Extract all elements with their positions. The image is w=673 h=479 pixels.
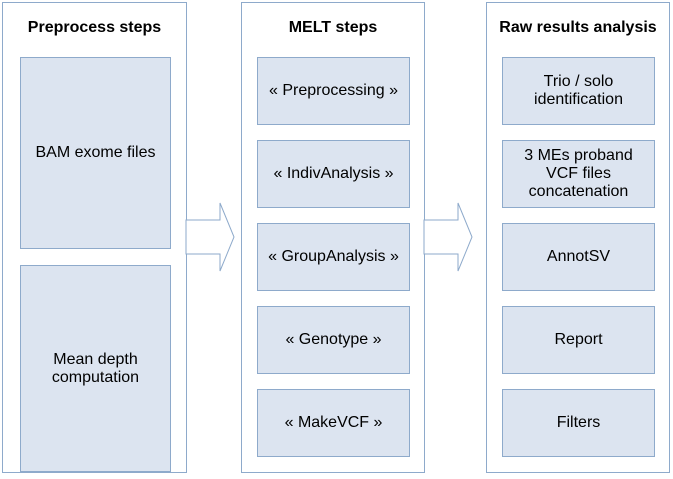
box-label: « IndivAnalysis » [273,165,394,182]
bam-exome-files-box: BAM exome files [20,57,171,249]
melt-preprocessing-box: « Preprocessing » [257,57,410,125]
box-label: « Genotype » [285,331,382,348]
box-label: « Preprocessing » [269,82,398,99]
melt-indivanalysis-box: « IndivAnalysis » [257,140,410,208]
box-label: BAM exome files [35,144,156,161]
report-box: Report [502,306,655,374]
trio-solo-box: Trio / solo identification [502,57,655,125]
box-label: Trio / solo identification [534,73,623,108]
filters-box: Filters [502,389,655,457]
box-label: « MakeVCF » [284,414,383,431]
raw-results-column: Raw results analysis Trio / solo identif… [486,2,670,473]
preprocess-column: Preprocess steps BAM exome files Mean de… [2,2,187,473]
melt-title: MELT steps [288,19,378,36]
melt-genotype-box: « Genotype » [257,306,410,374]
arrow-right-icon [423,202,473,272]
box-label: Mean depth computation [51,350,140,386]
box-label: « GroupAnalysis » [268,248,399,265]
melt-groupanalysis-box: « GroupAnalysis » [257,223,410,291]
arrow-right-icon [185,202,235,272]
box-label: Filters [556,414,601,431]
mean-depth-box: Mean depth computation [20,265,171,472]
box-label: AnnotSV [546,248,611,265]
box-label: Report [554,331,603,348]
box-label: 3 MEs proband VCF files concatenation [524,147,633,200]
melt-makevcf-box: « MakeVCF » [257,389,410,457]
vcf-concatenation-box: 3 MEs proband VCF files concatenation [502,140,655,208]
melt-column: MELT steps « Preprocessing » « IndivAnal… [241,2,425,473]
preprocess-title: Preprocess steps [27,19,162,36]
annotsv-box: AnnotSV [502,223,655,291]
raw-results-title: Raw results analysis [499,19,657,36]
